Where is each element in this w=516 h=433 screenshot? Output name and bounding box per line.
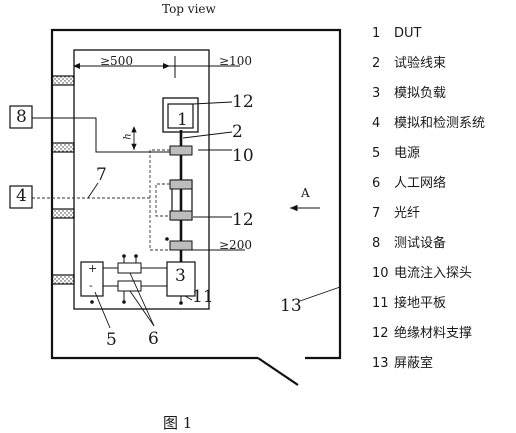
direction-label: A [301,186,310,200]
legend-item: 12 绝缘材料支撑 [372,324,485,354]
legend-num: 7 [372,206,381,221]
test-equipment-cable [32,117,170,153]
legend-num: 8 [372,236,381,251]
callout-4: 4 [16,186,27,206]
callout-5: 5 [106,330,117,350]
leader-lines [87,101,341,329]
dim-100-label: ≥100 [219,54,252,68]
legend-num: 11 [372,296,389,311]
probe-1 [169,145,193,156]
legend-num: 1 [372,26,381,41]
feedthrough-1 [51,75,75,86]
shielded-room [50,28,342,386]
feedthrough-4 [51,274,75,285]
ground-points [90,237,183,305]
probe-2 [169,179,193,190]
injection-probes [169,145,193,251]
callout-13: 13 [280,296,302,316]
legend-text: 测试设备 [394,236,447,251]
test-equipment-box [9,105,33,129]
callout-6: 6 [148,329,159,349]
power-supply [80,261,104,297]
legend-num: 6 [372,176,381,191]
probe-4 [169,240,193,251]
callout-3: 3 [175,266,186,286]
legend-text: 绝缘材料支撑 [394,326,473,341]
callout-11: 11 [192,287,214,307]
legend-item: 11 接地平板 [372,294,485,324]
dut-box [167,103,194,129]
probe-cables [149,149,170,251]
load-simulator [166,261,196,297]
feedthrough-2 [51,142,75,153]
legend-item: 3 模拟负载 [372,84,485,114]
legend-text: 模拟和检测系统 [394,116,486,131]
legend-text: 接地平板 [394,296,447,311]
artificial-networks [117,262,142,292]
callout-2: 2 [232,122,243,142]
legend-num: 2 [372,56,381,71]
legend-text: DUT [394,26,422,41]
callout-8: 8 [16,107,27,127]
legend-item: 7 光纤 [372,204,485,234]
legend-text: 电流注入探头 [394,266,473,281]
view-label: Top view [162,2,216,16]
wall-feedthroughs [51,75,75,285]
legend-item: 10 电流注入探头 [372,264,485,294]
callout-12-top: 12 [232,92,254,112]
figure-caption: 图 1 [163,414,193,432]
height-label: h [122,133,134,140]
legend-num: 13 [372,356,389,371]
an-plus [117,262,142,274]
dim-500-label: ≥500 [100,54,133,68]
legend-item: 13 屏蔽室 [372,354,485,384]
legend-num: 12 [372,326,389,341]
polarity-minus: - [89,279,93,292]
dim-200-label: ≥200 [219,238,252,252]
legend-item: 1 DUT [372,24,485,54]
polarity-plus: + [88,262,98,275]
legend-num: 5 [372,146,381,161]
probe-3 [169,210,193,221]
feedthrough-3 [51,208,75,219]
legend-text: 光纤 [394,206,421,221]
legend-text: 模拟负载 [394,86,447,101]
monitoring-system-box [9,185,33,209]
legend-item: 5 电源 [372,144,485,174]
legend-item: 2 试验线束 [372,54,485,84]
legend-item: 8 测试设备 [372,234,485,264]
dimension-lines [73,56,245,258]
legend-item: 6 人工网络 [372,174,485,204]
ground-plane [73,49,210,310]
legend-num: 3 [372,86,381,101]
legend-text: 电源 [394,146,421,161]
callout-12-mid: 12 [232,210,254,230]
callout-1: 1 [177,110,188,130]
callout-7: 7 [96,165,107,185]
legend-text: 屏蔽室 [394,356,434,371]
legend-text: 试验线束 [394,56,447,71]
supply-wiring [103,267,182,303]
legend-num: 4 [372,116,381,131]
legend-text: 人工网络 [394,176,447,191]
legend-item: 4 模拟和检测系统 [372,114,485,144]
callout-10: 10 [232,146,254,166]
legend-num: 10 [372,266,389,281]
